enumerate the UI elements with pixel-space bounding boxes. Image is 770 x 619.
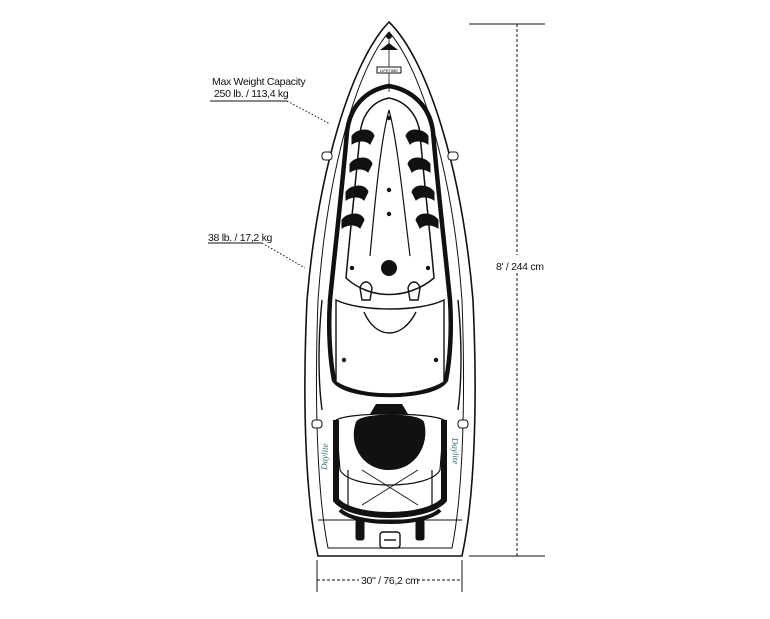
stern-details [318, 519, 462, 549]
boat-weight-label: 38 lb. / 17,2 kg [208, 232, 273, 244]
foot-braces[interactable] [341, 129, 439, 229]
cockpit-bolts [341, 115, 439, 363]
side-rails [318, 299, 462, 411]
tank-well [333, 420, 447, 524]
max-weight-value: 250 lb. / 113,4 kg [214, 88, 289, 100]
rear-hatch[interactable] [335, 404, 445, 486]
cockpit [326, 83, 454, 398]
thigh-pads [359, 281, 421, 301]
width-label: 30" / 76,2 cm [361, 575, 419, 587]
length-dimension [469, 23, 545, 557]
side-script-left: Daylite [319, 443, 330, 471]
bow-handle [380, 33, 398, 50]
drain-plug-icon [381, 260, 397, 276]
logo-plate [376, 66, 402, 74]
max-weight-title: Max Weight Capacity [212, 76, 306, 88]
leader-lines [208, 100, 331, 269]
width-dimension [316, 560, 463, 592]
length-label: 8' / 244 cm [496, 261, 544, 273]
side-script-right: Daylite [450, 437, 461, 465]
logo-plate-text: LIFETIME [380, 68, 398, 73]
carry-handles[interactable] [311, 151, 469, 429]
